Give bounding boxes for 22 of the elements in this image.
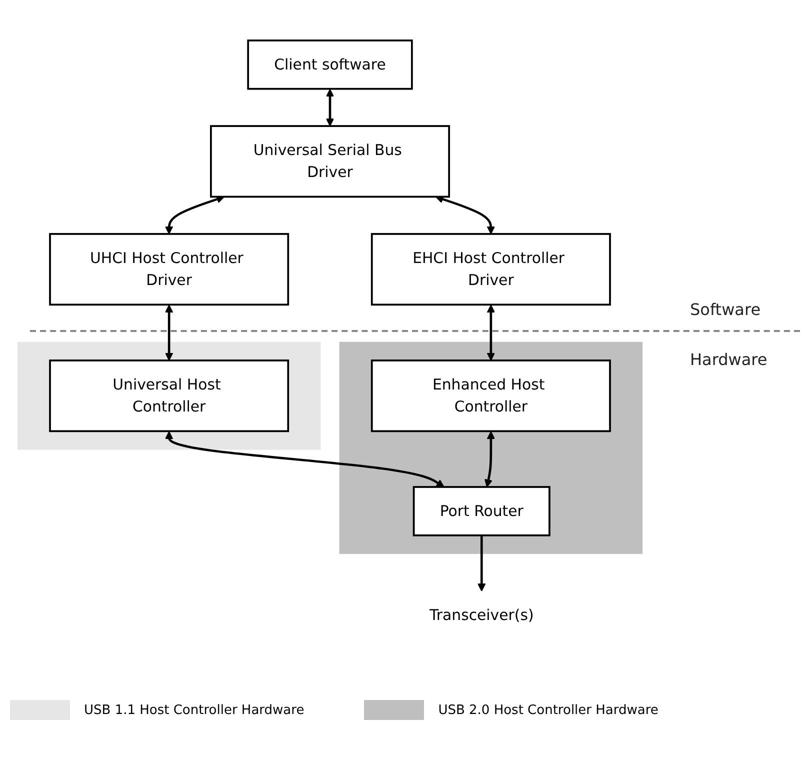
- node-box: Enhanced Host Controller: [370, 360, 611, 432]
- legend-text: USB 1.1 Host Controller Hardware: [84, 702, 304, 718]
- node-text: Transceiver(s): [430, 606, 534, 624]
- layer-label: Hardware: [690, 350, 768, 369]
- node-box: Port Router: [412, 486, 550, 536]
- arrow: [435, 195, 496, 234]
- node-box: UHCI Host Controller Driver: [49, 233, 290, 306]
- arrow: [326, 88, 334, 126]
- node-box: Universal Serial Bus Driver: [210, 125, 450, 198]
- arrow: [164, 431, 444, 488]
- arrow: [484, 431, 496, 488]
- node-box: Client software: [247, 40, 413, 90]
- arrow: [164, 195, 225, 234]
- legend-text: USB 2.0 Host Controller Hardware: [438, 702, 658, 718]
- arrow: [164, 304, 174, 361]
- cluster: [17, 342, 321, 450]
- node-box: Universal Host Controller: [49, 360, 290, 432]
- layer-label: Software: [690, 300, 761, 319]
- cluster: [339, 342, 643, 554]
- arrow: [486, 304, 496, 361]
- node-box: EHCI Host Controller Driver: [370, 233, 611, 306]
- arrow: [478, 535, 486, 592]
